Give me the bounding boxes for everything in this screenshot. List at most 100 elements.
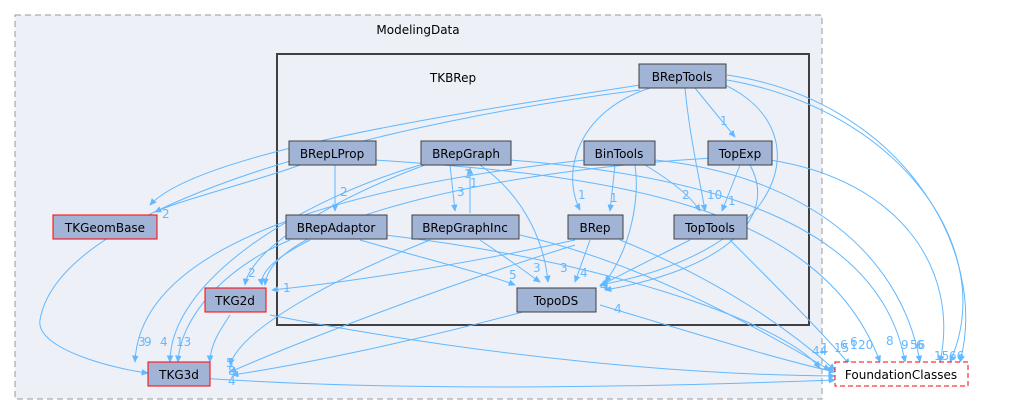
node-breplprop-label: BRepLProp: [300, 147, 364, 161]
node-brep[interactable]: BRep: [567, 214, 624, 240]
node-toptools[interactable]: TopTools: [673, 214, 748, 240]
edge-label: 15: [934, 349, 949, 363]
edge-label: 56: [910, 338, 925, 352]
edge: [572, 87, 651, 210]
edge-label: 3: [138, 335, 146, 349]
node-tkgeombase[interactable]: TKGeomBase: [52, 214, 158, 240]
edge-label: 2: [162, 207, 170, 221]
edge-label: 20: [858, 338, 873, 352]
edge-label: 4: [600, 279, 608, 293]
edge: [155, 164, 301, 213]
edge-label: 9: [144, 335, 152, 349]
edge-label: 13: [176, 335, 191, 349]
edge: [210, 314, 231, 362]
edge-label: 2: [682, 188, 690, 202]
node-brepadaptor-label: BRepAdaptor: [297, 221, 376, 235]
edge-label: 1: [603, 278, 611, 292]
edge: [605, 164, 637, 282]
edge-label: 6: [840, 338, 848, 352]
edge: [509, 159, 905, 362]
edge: [722, 164, 741, 211]
node-bintools-label: BinTools: [595, 147, 644, 161]
node-tkgeombase-label: TKGeomBase: [64, 221, 145, 235]
edge-label: 1: [610, 191, 618, 205]
node-tkg2d[interactable]: TKG2d: [204, 287, 267, 313]
edge-label: 2: [248, 266, 256, 280]
node-toptools-label: TopTools: [684, 221, 735, 235]
edge: [769, 159, 944, 362]
edge-label: 2: [340, 185, 348, 199]
edge-label: 8: [886, 334, 894, 348]
node-topexp-label: TopExp: [718, 147, 762, 161]
edge-labels: 1 10 1 1 1 2 1 3 2 1 2 4 1 2 1 4 3 3 5 4…: [138, 114, 964, 388]
edge: [374, 159, 880, 362]
edge-label: 1: [464, 167, 472, 181]
cluster-tkbrep-label: TKBRep: [429, 71, 476, 85]
node-tkg3d-label: TKG3d: [158, 368, 199, 382]
edge: [654, 159, 920, 362]
edge: [39, 89, 641, 373]
node-brepgraphinc[interactable]: BRepGraphInc: [411, 214, 520, 240]
edge-label: 44: [812, 344, 827, 358]
node-topods-label: TopoDS: [533, 294, 578, 308]
edge-label: 10: [707, 188, 722, 202]
edge: [232, 309, 531, 375]
edge: [150, 84, 641, 205]
edge: [519, 234, 830, 371]
node-brepadaptor[interactable]: BRepAdaptor: [285, 214, 388, 240]
edge-label: 8: [228, 364, 236, 378]
node-brepgraphinc-label: BRepGraphInc: [422, 221, 508, 235]
edge-label: 3: [457, 185, 465, 199]
edge-label: 5: [226, 356, 234, 370]
edge-label: 1: [470, 176, 478, 190]
edge: [359, 239, 515, 285]
node-brepgraph[interactable]: BRepGraph: [420, 140, 512, 166]
edge: [159, 374, 835, 388]
node-breptools-label: BRepTools: [652, 70, 713, 84]
node-breplprop[interactable]: BRepLProp: [288, 140, 377, 166]
edge-label: 15: [834, 341, 849, 355]
edge-label: 5: [509, 268, 517, 282]
edge: [449, 164, 455, 211]
cluster-tkbrep: TKBRep: [276, 53, 810, 326]
edge-label: 1: [728, 194, 736, 208]
edge-label: 4: [580, 266, 588, 280]
edge-label: 1: [283, 281, 291, 295]
edge-label: 3: [533, 261, 541, 275]
edge: [479, 164, 548, 282]
edge-label: 4: [228, 374, 236, 388]
edge-label: 1: [578, 188, 586, 202]
edge-label: 4: [614, 302, 622, 316]
edge-label: 3: [560, 261, 568, 275]
cluster-modelingdata-label: ModelingData: [376, 23, 459, 37]
node-topods[interactable]: TopoDS: [516, 287, 597, 313]
edge: [575, 239, 591, 282]
edge-label: 1: [850, 338, 858, 352]
node-foundationclasses[interactable]: FoundationClasses: [834, 361, 969, 387]
edge: [729, 239, 850, 365]
edge-label: 1: [821, 341, 829, 355]
edge: [726, 74, 967, 362]
node-bintools[interactable]: BinTools: [583, 140, 656, 166]
edge: [170, 164, 421, 362]
node-brep-label: BRep: [579, 221, 610, 235]
edge: [619, 239, 835, 370]
edge: [610, 164, 616, 211]
node-brepgraph-label: BRepGraph: [432, 147, 500, 161]
node-foundationclasses-label: FoundationClasses: [845, 368, 957, 382]
node-breptools[interactable]: BRepTools: [638, 63, 727, 89]
edge: [272, 239, 576, 290]
edge-label: 6: [916, 338, 924, 352]
node-tkg2d-label: TKG2d: [214, 294, 255, 308]
node-tkg3d[interactable]: TKG3d: [147, 361, 211, 387]
node-topexp[interactable]: TopExp: [707, 140, 773, 166]
edge: [262, 239, 311, 285]
edge: [230, 244, 576, 373]
edge: [684, 87, 705, 211]
edge-label: 9: [901, 338, 909, 352]
edge: [600, 84, 778, 285]
edge: [600, 239, 691, 287]
edge: [726, 79, 964, 362]
edge: [230, 239, 431, 365]
edge-label: 66: [949, 349, 964, 363]
